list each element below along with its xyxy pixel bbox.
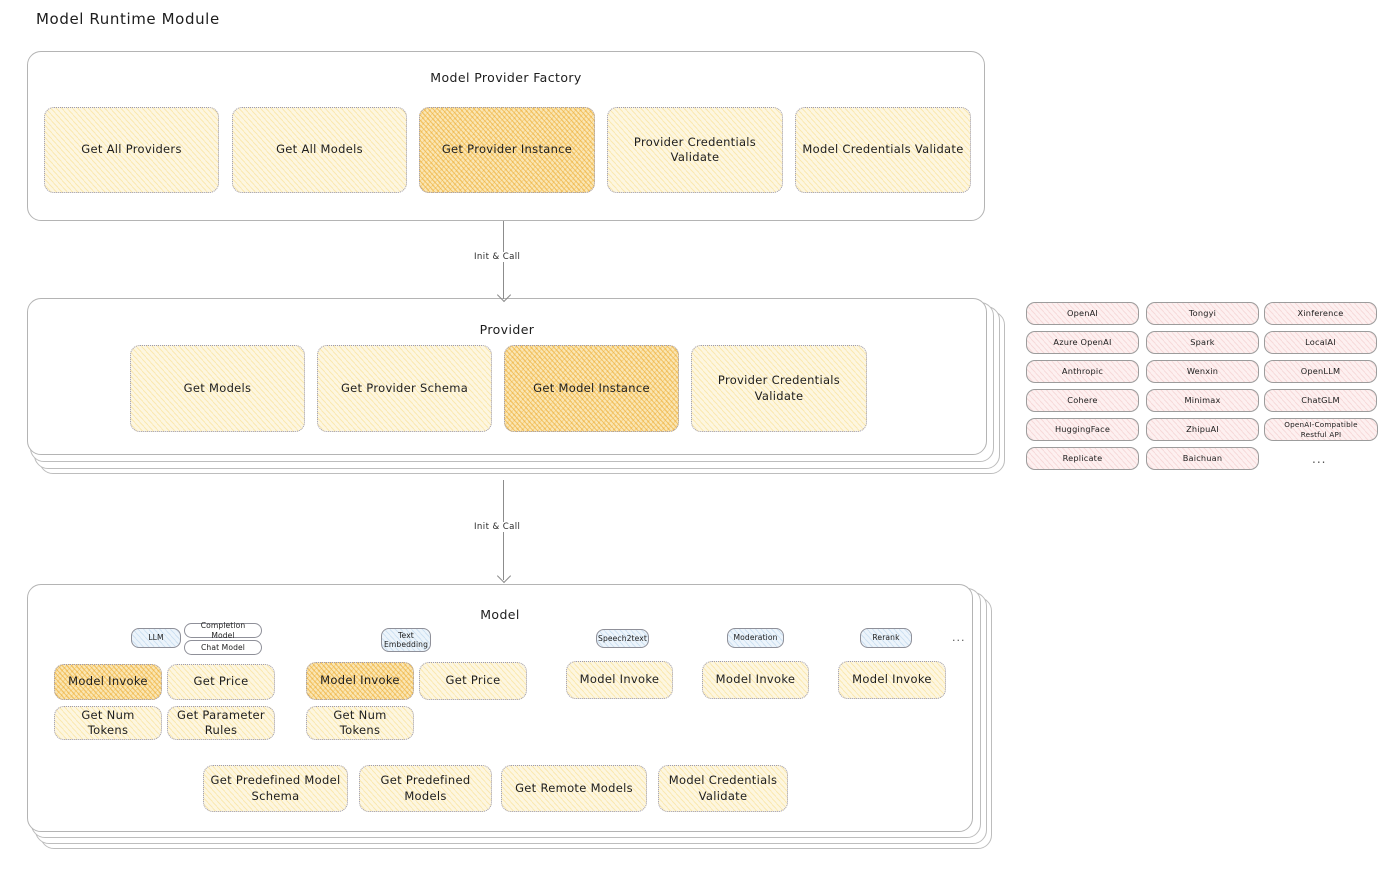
provider-chip-anthropic[interactable]: Anthropic bbox=[1026, 360, 1139, 383]
provider-chip-localai[interactable]: LocalAI bbox=[1264, 331, 1377, 354]
model-method-model-invoke-2-r1-0[interactable]: Model Invoke bbox=[566, 661, 673, 699]
model-shared-method-get-remote-models[interactable]: Get Remote Models bbox=[501, 765, 647, 812]
factory-box-2[interactable]: Get All Models bbox=[232, 107, 407, 193]
provider-box-4[interactable]: Provider Credentials Validate bbox=[691, 345, 867, 432]
factory-box-1[interactable]: Get All Providers bbox=[44, 107, 219, 193]
model-type-tag-moderation[interactable]: Moderation bbox=[727, 628, 784, 648]
arrow-head-icon bbox=[496, 568, 511, 584]
model-subtype-tag-completion-model[interactable]: Completion Model bbox=[184, 621, 262, 640]
model-types-ellipsis: ... bbox=[952, 631, 966, 644]
model-method-get-num-tokens-1-r2-0[interactable]: Get Num Tokens bbox=[306, 706, 414, 740]
provider-chip-tongyi[interactable]: Tongyi bbox=[1146, 302, 1259, 325]
provider-chip-minimax[interactable]: Minimax bbox=[1146, 389, 1259, 412]
provider-box-3[interactable]: Get Model Instance bbox=[504, 345, 679, 432]
page-title: Model Runtime Module bbox=[36, 10, 220, 28]
model-method-model-invoke-3-r1-0[interactable]: Model Invoke bbox=[702, 661, 809, 699]
model-method-get-parameter-rules-0-r2-1[interactable]: Get Parameter Rules bbox=[167, 706, 275, 740]
model-shared-method-model-credentials-validate[interactable]: Model Credentials Validate bbox=[658, 765, 788, 812]
arrow-label: Init & Call bbox=[471, 522, 524, 532]
provider-list-ellipsis: ... bbox=[1312, 452, 1327, 466]
provider-chip-replicate[interactable]: Replicate bbox=[1026, 447, 1139, 470]
model-method-model-invoke-0-r1-0[interactable]: Model Invoke bbox=[54, 664, 162, 700]
provider-box-1[interactable]: Get Models bbox=[130, 345, 305, 432]
provider-chip-openai-compatible-restful-api[interactable]: OpenAI-Compatible Restful API bbox=[1264, 418, 1378, 441]
model-method-get-price-1-r1-1[interactable]: Get Price bbox=[419, 662, 527, 700]
provider-chip-chatglm[interactable]: ChatGLM bbox=[1264, 389, 1377, 412]
arrow-label: Init & Call bbox=[471, 252, 524, 262]
model-provider-factory-title: Model Provider Factory bbox=[430, 70, 582, 85]
provider-chip-baichuan[interactable]: Baichuan bbox=[1146, 447, 1259, 470]
model-method-model-invoke-1-r1-0[interactable]: Model Invoke bbox=[306, 662, 414, 700]
model-subtype-tag-chat-model[interactable]: Chat Model bbox=[184, 640, 262, 655]
provider-box-2[interactable]: Get Provider Schema bbox=[317, 345, 492, 432]
model-type-tag-rerank[interactable]: Rerank bbox=[860, 628, 912, 648]
model-shared-method-get-predefined-model-schema[interactable]: Get Predefined Model Schema bbox=[203, 765, 348, 812]
flow-arrow-2: Init & Call bbox=[471, 480, 524, 584]
provider-chip-xinference[interactable]: Xinference bbox=[1264, 302, 1377, 325]
model-type-tag-llm[interactable]: LLM bbox=[131, 628, 181, 648]
model-shared-method-get-predefined-models[interactable]: Get Predefined Models bbox=[359, 765, 492, 812]
factory-box-3[interactable]: Get Provider Instance bbox=[419, 107, 595, 193]
provider-chip-wenxin[interactable]: Wenxin bbox=[1146, 360, 1259, 383]
model-method-model-invoke-4-r1-0[interactable]: Model Invoke bbox=[838, 661, 946, 699]
provider-title: Provider bbox=[479, 322, 535, 337]
factory-box-4[interactable]: Provider Credentials Validate bbox=[607, 107, 783, 193]
provider-chip-huggingface[interactable]: HuggingFace bbox=[1026, 418, 1139, 441]
provider-chip-openai[interactable]: OpenAI bbox=[1026, 302, 1139, 325]
model-method-get-price-0-r1-1[interactable]: Get Price bbox=[167, 664, 275, 700]
provider-chip-azure-openai[interactable]: Azure OpenAI bbox=[1026, 331, 1139, 354]
provider-chip-cohere[interactable]: Cohere bbox=[1026, 389, 1139, 412]
model-type-tag-speech2text[interactable]: Speech2text bbox=[596, 629, 649, 648]
model-method-get-num-tokens-0-r2-0[interactable]: Get Num Tokens bbox=[54, 706, 162, 740]
model-type-tag-text-embedding[interactable]: Text Embedding bbox=[381, 628, 431, 652]
provider-chip-openllm[interactable]: OpenLLM bbox=[1264, 360, 1377, 383]
flow-arrow-1: Init & Call bbox=[471, 221, 524, 303]
factory-box-5[interactable]: Model Credentials Validate bbox=[795, 107, 971, 193]
provider-chip-spark[interactable]: Spark bbox=[1146, 331, 1259, 354]
provider-chip-zhipuai[interactable]: ZhipuAI bbox=[1146, 418, 1259, 441]
model-title: Model bbox=[480, 607, 520, 622]
